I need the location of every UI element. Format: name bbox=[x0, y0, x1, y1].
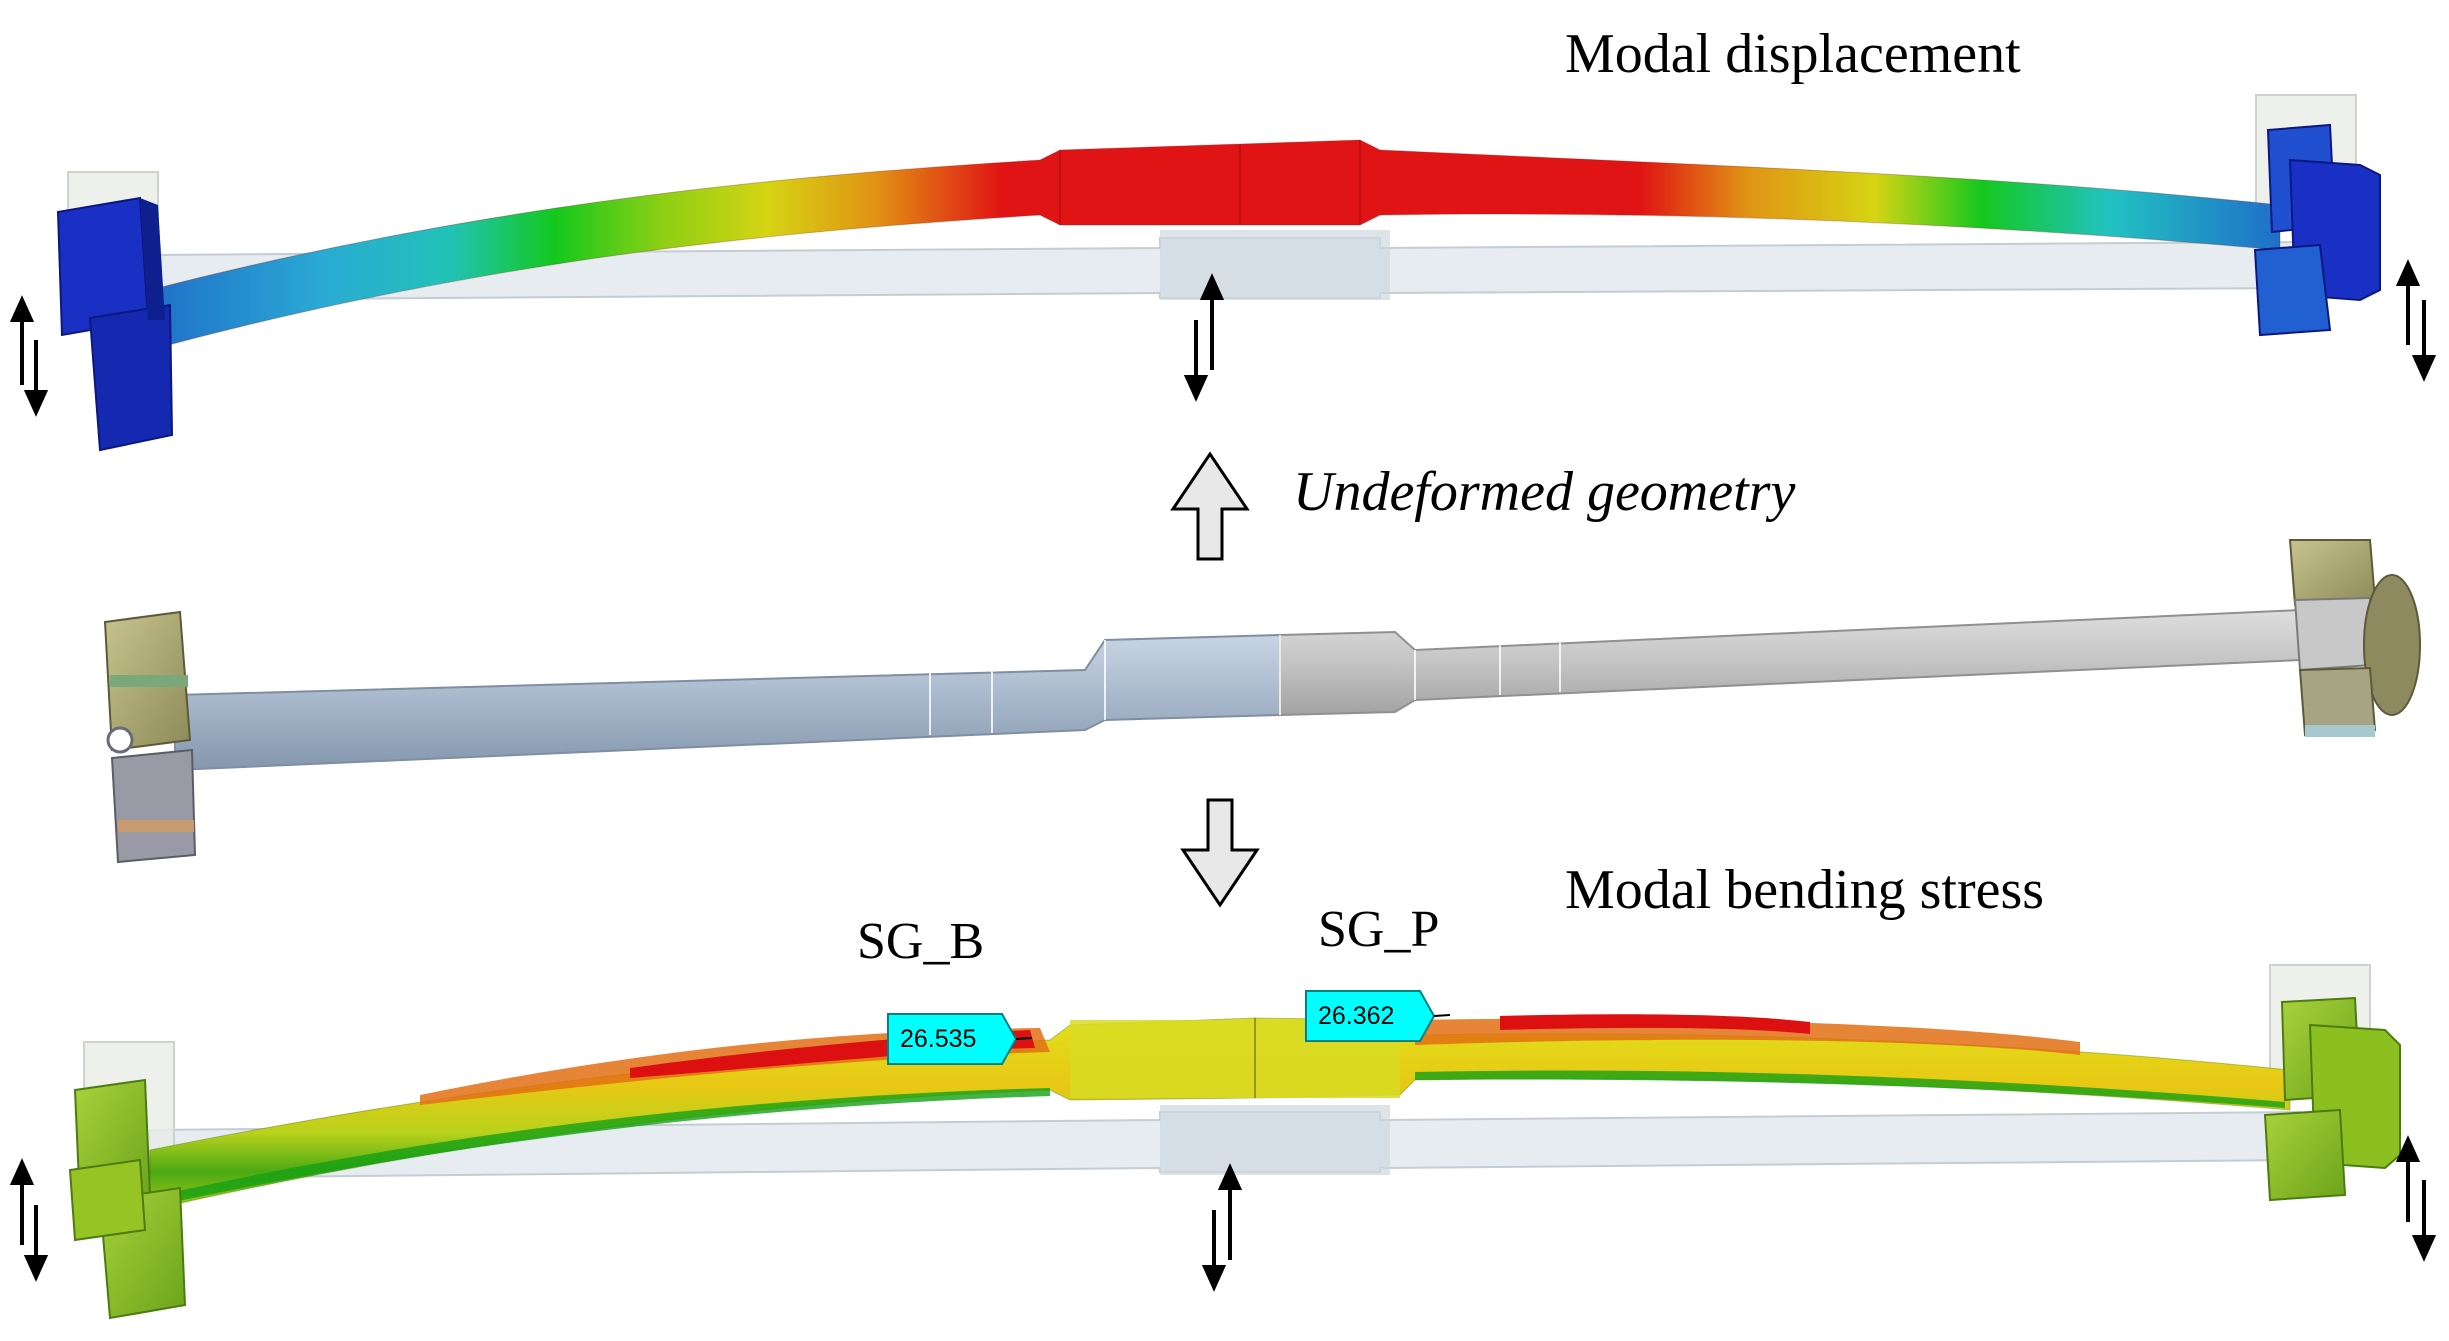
left-end-block-bottom bbox=[68, 1078, 187, 1320]
probe-value-sg-p: 26.362 bbox=[1318, 1002, 1395, 1030]
gauge-label-sg-p: SG_P bbox=[1318, 901, 1440, 958]
excitation-arrows-right-bottom bbox=[2395, 1135, 2437, 1262]
right-end-block-bottom bbox=[2263, 996, 2401, 1202]
stress-view bbox=[9, 964, 2437, 1320]
hollow-arrow-down bbox=[1180, 798, 1260, 908]
excitation-arrows-left-bottom bbox=[9, 1158, 49, 1282]
probe-value-sg-b: 26.535 bbox=[900, 1025, 977, 1053]
left-end-block-top bbox=[56, 196, 174, 452]
undeformed-shaft-grey bbox=[1279, 608, 2301, 717]
right-end-block-top bbox=[2253, 123, 2381, 337]
undeformed-segment-lines bbox=[929, 635, 1561, 735]
stress-lowzone-right bbox=[1415, 1070, 2285, 1108]
hollow-arrow-up bbox=[1170, 451, 1250, 561]
probe-callout-sg-b bbox=[887, 1013, 1033, 1065]
displacement-view bbox=[9, 94, 2437, 452]
gauge-label-sg-b: SG_B bbox=[857, 913, 985, 970]
segment-lines-top bbox=[1059, 140, 1361, 225]
undeformed-view bbox=[103, 539, 2421, 864]
left-end-fixture-mid bbox=[103, 610, 197, 864]
excitation-arrows-left-top bbox=[9, 295, 49, 417]
label-modal-bending-stress: Modal bending stress bbox=[1565, 859, 2045, 921]
probe-callout-sg-p bbox=[1305, 990, 1451, 1042]
label-modal-displacement: Modal displacement bbox=[1565, 23, 2021, 85]
label-undeformed-geometry: Undeformed geometry bbox=[1293, 461, 1796, 523]
stress-peak-right bbox=[1500, 1014, 1810, 1034]
excitation-arrows-center-bottom bbox=[1201, 1163, 1243, 1292]
ghost-center-block-top bbox=[1160, 230, 1390, 300]
undeformed-shaft-blue bbox=[174, 633, 1281, 772]
excitation-arrows-right-top bbox=[2395, 259, 2437, 382]
ghost-center-block-bottom bbox=[1160, 1105, 1390, 1175]
right-end-fixture-mid bbox=[2288, 539, 2421, 737]
excitation-arrows-center-top bbox=[1183, 273, 1225, 402]
